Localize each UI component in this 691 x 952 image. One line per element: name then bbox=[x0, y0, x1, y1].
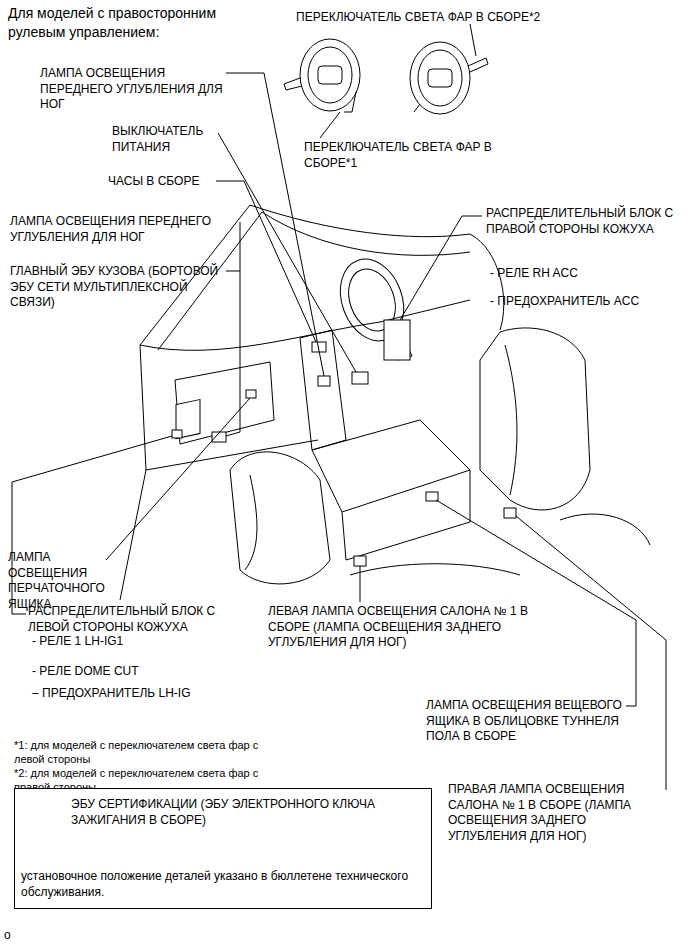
heading: Для моделей с правосторонним рулевым упр… bbox=[8, 4, 258, 42]
part-label: – ПРЕДОХРАНИТЕЛЬ LH-IG bbox=[32, 686, 192, 702]
part-label: - ПРЕДОХРАНИТЕЛЬ ACC bbox=[490, 294, 680, 310]
note-text: установочное положение деталей указано в… bbox=[21, 869, 425, 900]
part-label: РАСПРЕДЕЛИТЕЛЬНЫЙ БЛОК С ПРАВОЙ СТОРОНЫ … bbox=[486, 206, 682, 237]
part-label: ЧАСЫ В СБОРЕ bbox=[108, 174, 218, 190]
part-label: - РЕЛЕ DOME CUT bbox=[32, 664, 232, 680]
part-label: ПРАВАЯ ЛАМПА ОСВЕЩЕНИЯ САЛОНА № 1 В СБОР… bbox=[448, 782, 664, 844]
part-name: ЭБУ СЕРТИФИКАЦИИ (ЭБУ ЭЛЕКТРОННОГО КЛЮЧА… bbox=[71, 797, 401, 828]
part-label: ВЫКЛЮЧАТЕЛЬ ПИТАНИЯ bbox=[112, 124, 220, 155]
part-label: ГЛАВНЫЙ ЭБУ КУЗОВА (БОРТОВОЙ ЭБУ СЕТИ МУ… bbox=[10, 264, 226, 311]
part-label: - РЕЛЕ 1 LH-IG1 bbox=[32, 634, 232, 650]
info-box: ЭБУ СЕРТИФИКАЦИИ (ЭБУ ЭЛЕКТРОННОГО КЛЮЧА… bbox=[14, 788, 432, 909]
part-label: ЛАМПА ОСВЕЩЕНИЯ ВЕЩЕВОГО ЯЩИКА В ОБЛИЦОВ… bbox=[426, 698, 626, 745]
steering-wheel-icon bbox=[410, 42, 488, 114]
part-markers bbox=[172, 320, 516, 566]
steering-wheel-icon bbox=[284, 39, 360, 112]
part-label: ПЕРЕКЛЮЧАТЕЛЬ СВЕТА ФАР В СБОРЕ*1 bbox=[304, 140, 514, 171]
part-label: РАСПРЕДЕЛИТЕЛЬНЫЙ БЛОК С ЛЕВОЙ СТОРОНЫ К… bbox=[28, 604, 258, 635]
part-label: ПЕРЕКЛЮЧАТЕЛЬ СВЕТА ФАР В СБОРЕ*2 bbox=[296, 10, 676, 26]
part-label: ЛЕВАЯ ЛАМПА ОСВЕЩЕНИЯ САЛОНА № 1 В СБОРЕ… bbox=[268, 604, 560, 651]
part-label: - РЕЛЕ RH ACC bbox=[490, 266, 670, 282]
leader-lines bbox=[12, 24, 666, 790]
part-label: o bbox=[4, 928, 24, 944]
part-label: *1: для моделей с переключателем света ф… bbox=[14, 738, 274, 767]
part-label: ЛАМПА ОСВЕЩЕНИЯ ПЕРЧАТОЧНОГО ЯЩИКА bbox=[8, 550, 106, 612]
part-label: ЛАМПА ОСВЕЩЕНИЯ ПЕРЕДНЕГО УГЛУБЛЕНИЯ ДЛЯ… bbox=[10, 214, 236, 245]
part-label: ЛАМПА ОСВЕЩЕНИЯ ПЕРЕДНЕГО УГЛУБЛЕНИЯ ДЛЯ… bbox=[40, 66, 226, 113]
